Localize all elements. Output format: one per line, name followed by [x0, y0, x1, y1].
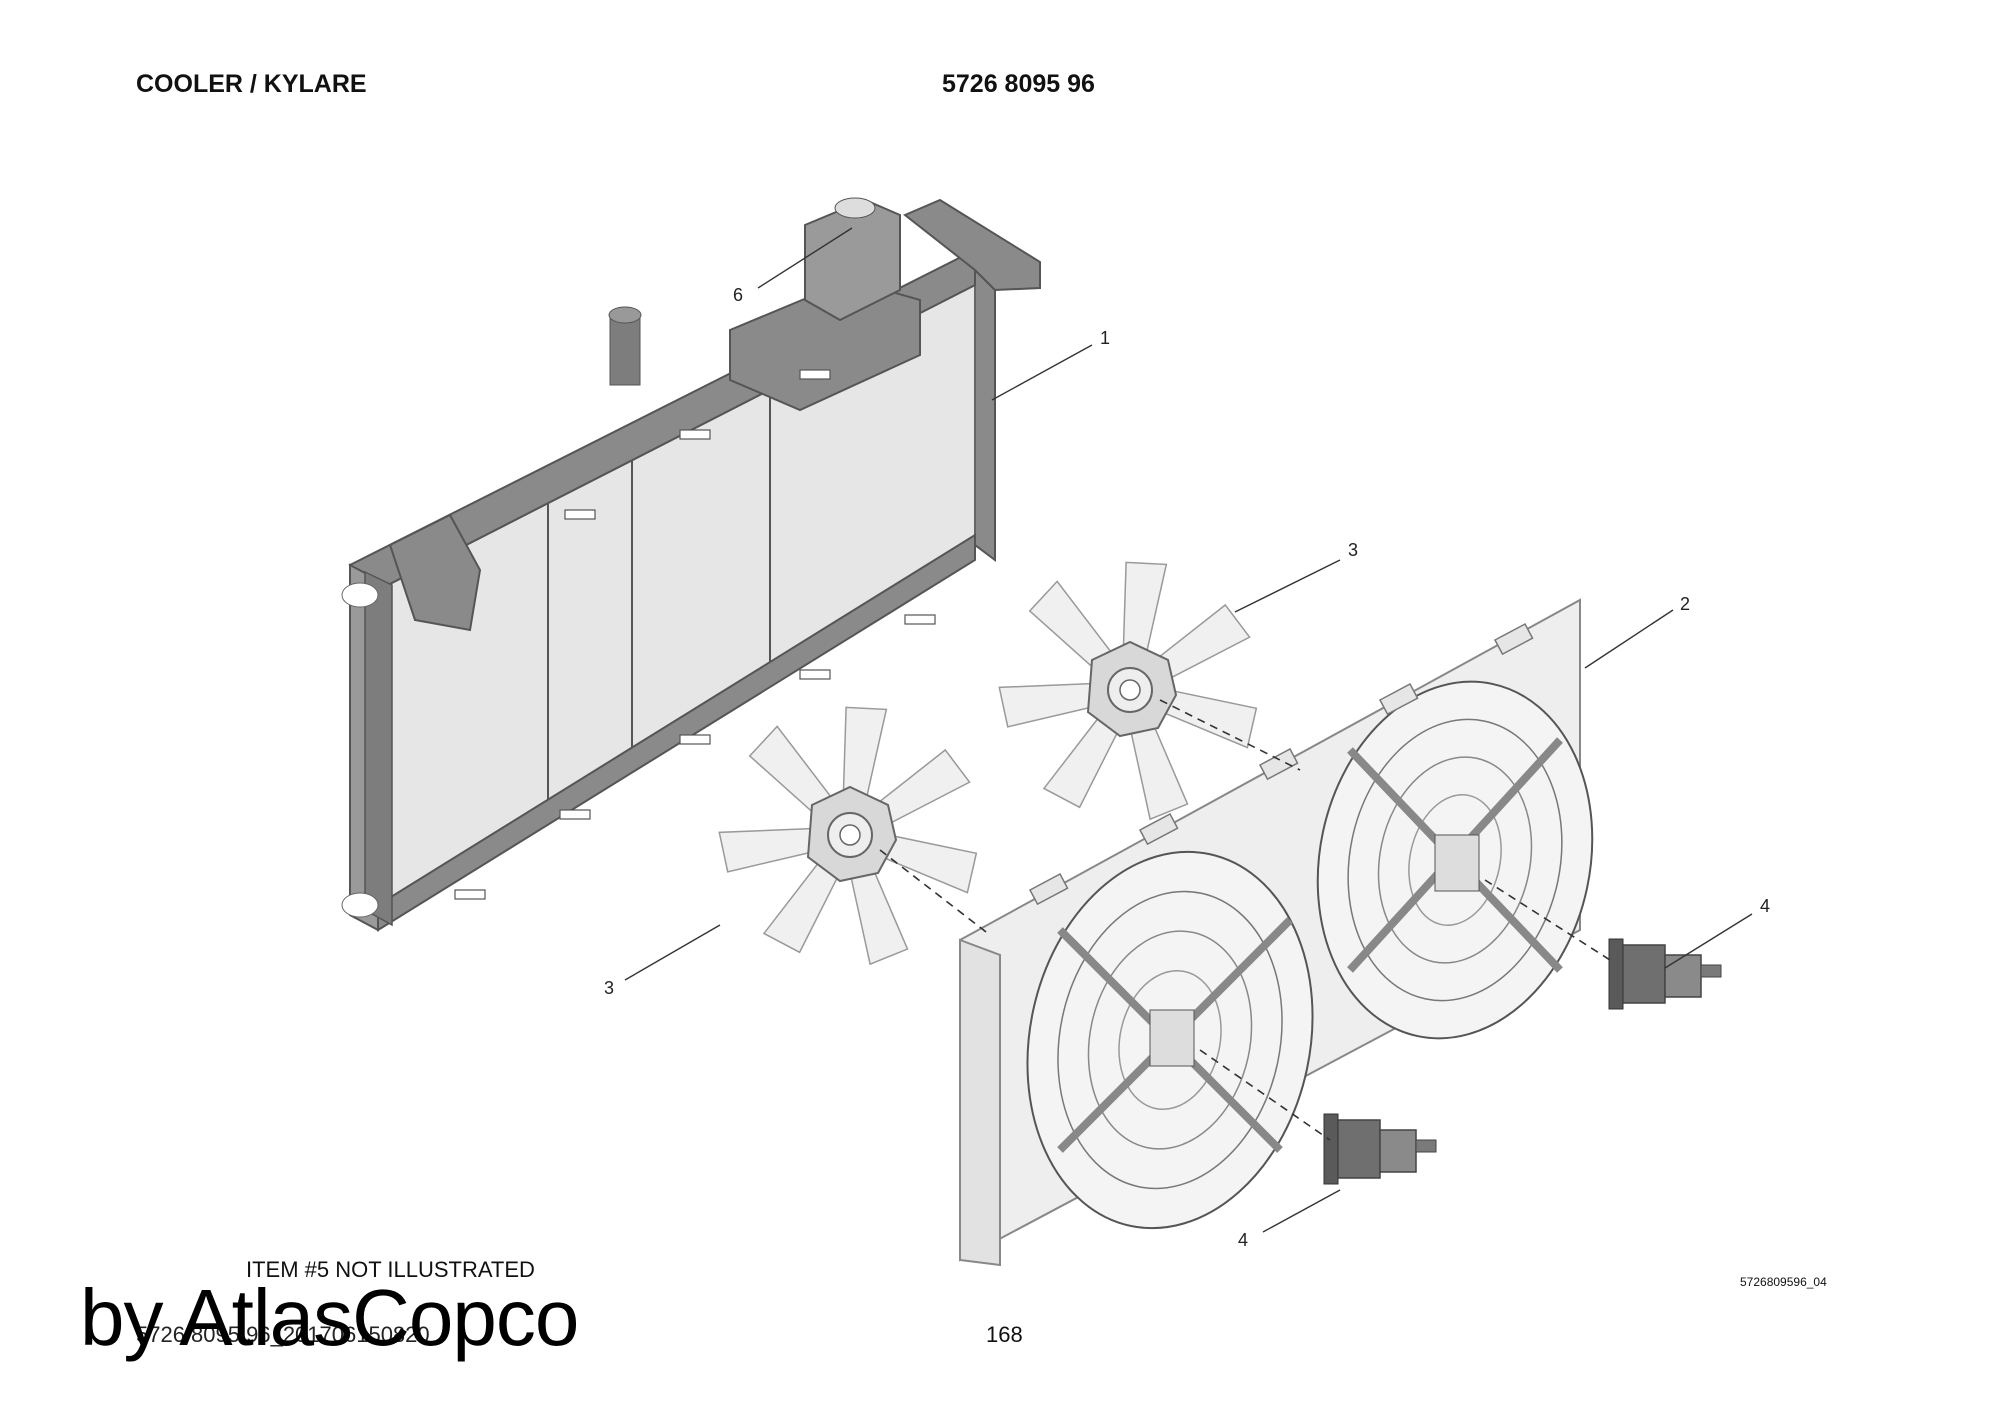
callout-4-lower: 4: [1238, 1230, 1248, 1250]
page-title: COOLER / KYLARE: [136, 70, 367, 98]
part-number: 5726 8095 96: [942, 70, 1095, 98]
fan-shroud: [959, 598, 1594, 1267]
assembly-lines: [879, 699, 1611, 1141]
callout-6: 6: [733, 285, 743, 305]
radiator-core: [341, 197, 1041, 932]
callout-3-upper: 3: [1348, 540, 1358, 560]
fan-upper: [999, 557, 1261, 819]
not-illustrated-note: ITEM #5 NOT ILLUSTRATED: [246, 1257, 535, 1282]
callout-1: 1: [1100, 328, 1110, 348]
watermark: by AtlasCopco: [80, 1273, 579, 1362]
fan-lower: [719, 702, 981, 964]
callout-3-lower: 3: [604, 978, 614, 998]
page-number: 168: [986, 1322, 1023, 1347]
figure-reference: 5726809596_04: [1740, 1275, 1827, 1289]
callout-2: 2: [1680, 594, 1690, 614]
leader-lines: [624, 227, 1753, 1233]
document-code: 5726 8095 96_201706150820: [136, 1322, 430, 1347]
hydraulic-motor-lower: [1323, 1113, 1437, 1185]
hydraulic-motor-upper: [1608, 938, 1722, 1010]
callout-4-upper: 4: [1760, 896, 1770, 916]
